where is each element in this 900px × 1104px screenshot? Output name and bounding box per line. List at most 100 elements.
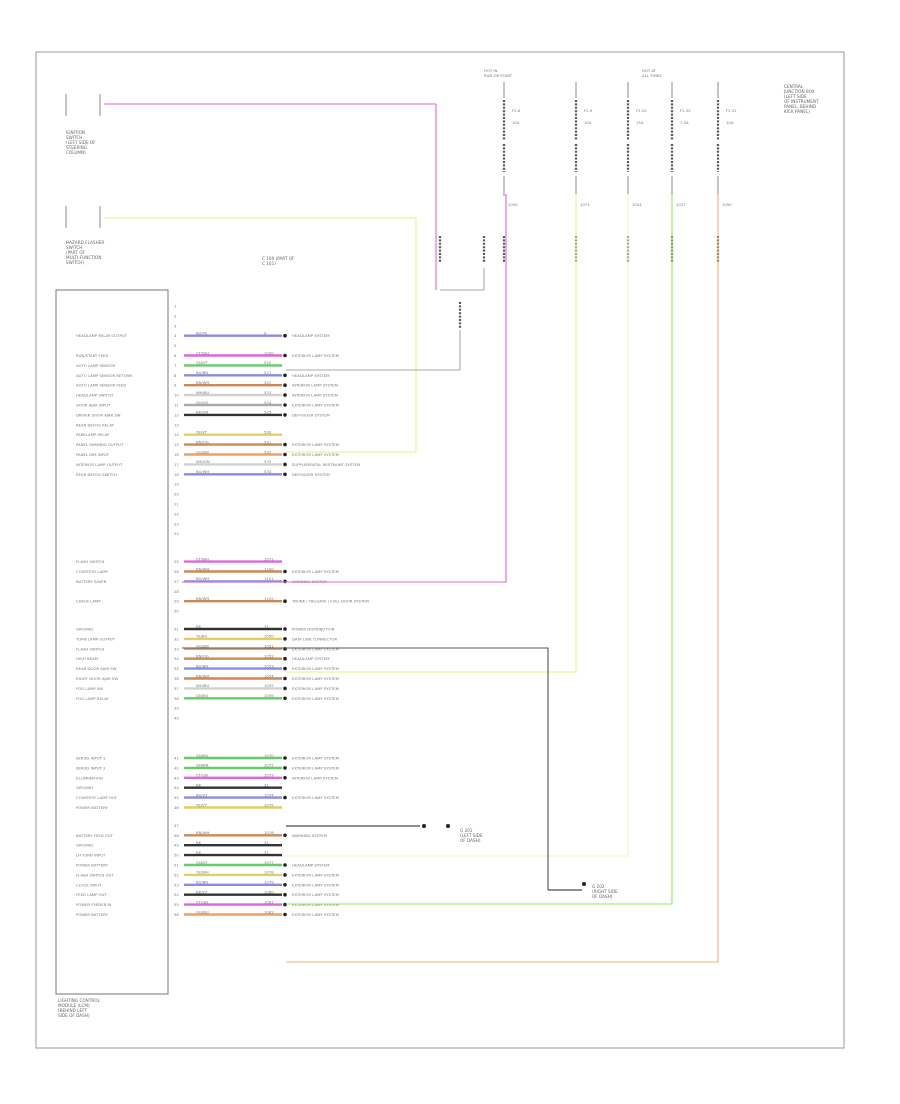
- pin-number: 14: [174, 432, 179, 437]
- pin-circuit: 531: [264, 439, 272, 444]
- pin-destination: INTERIOR LAMP SYSTEM: [292, 393, 338, 398]
- pin-number: 30: [174, 609, 179, 614]
- pin-wire-color: OG/BN: [196, 644, 209, 649]
- pin-circuit: 530: [264, 430, 272, 435]
- pin-destination: EXTERIOR LAMP SYSTEM: [292, 912, 339, 917]
- pin-number: 39: [174, 706, 179, 711]
- wire-f231-feed: [286, 194, 719, 963]
- pin-label: ILLUMINATION: [76, 775, 103, 780]
- pin-circuit: 1075: [264, 802, 274, 807]
- ground-symbol-g202: [582, 882, 586, 886]
- pin-number: 35: [174, 666, 179, 671]
- pin-destination: EXTERIOR LAMP SYSTEM: [292, 892, 339, 897]
- pin-number: 20: [174, 492, 179, 497]
- pin-number: 31: [174, 627, 179, 632]
- label-line: HAZARD FLASHER: [66, 240, 104, 245]
- label-line: SIDE OF DASH): [58, 1013, 90, 1018]
- pin-number: 16: [174, 452, 179, 457]
- pin-terminal: [283, 373, 287, 378]
- pin-number: 9: [174, 383, 177, 388]
- diagram-frame: [35, 51, 845, 1049]
- ground-symbol-g201: [422, 824, 426, 828]
- pin-destination: HEADLAMP SYSTEM: [292, 333, 329, 338]
- pin-number: 2: [174, 313, 177, 318]
- pin-number: 46: [174, 805, 179, 810]
- fuse-group-sub: RUN OR START: [484, 73, 513, 78]
- pin-destination: EXTERIOR LAMP SYSTEM: [292, 403, 339, 408]
- label-line: SWITCH: [66, 245, 82, 250]
- pin-number: 8: [174, 373, 177, 378]
- label-line: (LEFT SIDE OF: [66, 140, 96, 145]
- pin-number: 23: [174, 521, 179, 526]
- pin-label: AUTO LAMP SENSOR FEED: [76, 383, 126, 388]
- pin-destination: EXTERIOR LAMP SYSTEM: [292, 696, 339, 701]
- pin-number: 29: [174, 599, 179, 604]
- pin-destination: WARNING SYSTEM: [292, 833, 327, 838]
- pin-number: 26: [174, 569, 179, 574]
- pin-number: 3: [174, 323, 177, 328]
- pin-number: 1: [174, 304, 177, 309]
- label-line: G 202: [592, 884, 605, 889]
- pin-wire-color: GN/VT: [196, 860, 209, 865]
- pin-destination: HEADLAMP SYSTEM: [292, 373, 329, 378]
- pin-terminal: [283, 892, 287, 897]
- pin-terminal: [283, 393, 287, 397]
- pin-terminal: [283, 656, 287, 661]
- pin-number: 18: [174, 472, 179, 477]
- pin-wire-color: GN/BN: [196, 763, 209, 768]
- wire-f28-feed: [182, 194, 507, 583]
- pin-number: 41: [174, 756, 179, 761]
- pin-wire-color: BU/WH: [196, 469, 209, 474]
- pin-destination: EXTERIOR LAMP SYSTEM: [292, 442, 339, 447]
- label-line: PANEL, BEHIND: [784, 104, 816, 109]
- pin-terminal: [283, 413, 287, 417]
- pin-terminal: [283, 676, 287, 681]
- pin-wire-color: BU/BN: [196, 663, 208, 668]
- wire-splice-drop: [286, 330, 461, 371]
- label-line: SWITCH): [66, 260, 84, 265]
- pin-circuit: 1072: [264, 763, 274, 768]
- pin-destination: SUPPLEMENTAL RESTRAINT SYSTEM: [292, 462, 360, 467]
- pin-wire-color: BN/WH: [196, 830, 209, 835]
- wire-hazard-feed: [104, 217, 417, 453]
- pin-label: POWER BATTERY: [76, 863, 109, 868]
- label-line: (RIGHT SIDE: [592, 889, 618, 894]
- pin-circuit: 1102: [264, 596, 274, 601]
- pin-terminal: [283, 666, 287, 671]
- pin-wire-color: YE/WH: [196, 870, 209, 875]
- pin-destination: EXTERIOR LAMP SYSTEM: [292, 666, 339, 671]
- pin-circuit: 9: [264, 331, 267, 336]
- pin-circuit: 1079: [264, 880, 274, 885]
- label-line: (LEFT SIDE: [784, 94, 807, 99]
- pin-terminal: [283, 333, 287, 338]
- pin-circuit: 1071: [264, 556, 274, 561]
- pin-number: 47: [174, 823, 179, 828]
- pin-label: GROUND: [76, 843, 93, 848]
- pin-terminal: [283, 353, 287, 358]
- pin-destination: WARNING SYSTEM: [292, 579, 327, 584]
- pin-wire-color: GN/VT: [196, 360, 209, 365]
- pin-wire-color: VT/GN: [196, 773, 208, 778]
- pin-destination: DEFOGGER SYSTEM: [292, 412, 330, 417]
- pin-destination: EXTERIOR LAMP SYSTEM: [292, 872, 339, 877]
- wire-f230-feed: [286, 194, 673, 905]
- pin-circuit: 523: [264, 390, 272, 395]
- pin-number: 55: [174, 902, 179, 907]
- pin-label: RIGHT DOOR AJAR SW: [76, 676, 118, 681]
- label-line: SWITCH: [66, 135, 82, 140]
- pin-circuit: 1077: [264, 860, 274, 865]
- pin-terminal: [283, 912, 287, 917]
- pin-wire-color: WH/BU: [196, 390, 209, 395]
- pin-circuit: 1078: [264, 870, 274, 875]
- wire-ground-bus: [182, 647, 549, 890]
- pin-wire-color: WH/BU: [196, 683, 209, 688]
- pin-label: SERIES INPUT 1: [76, 756, 106, 761]
- pin-circuit: 1051: [264, 644, 274, 649]
- pin-wire-color: BN/OG: [196, 439, 209, 444]
